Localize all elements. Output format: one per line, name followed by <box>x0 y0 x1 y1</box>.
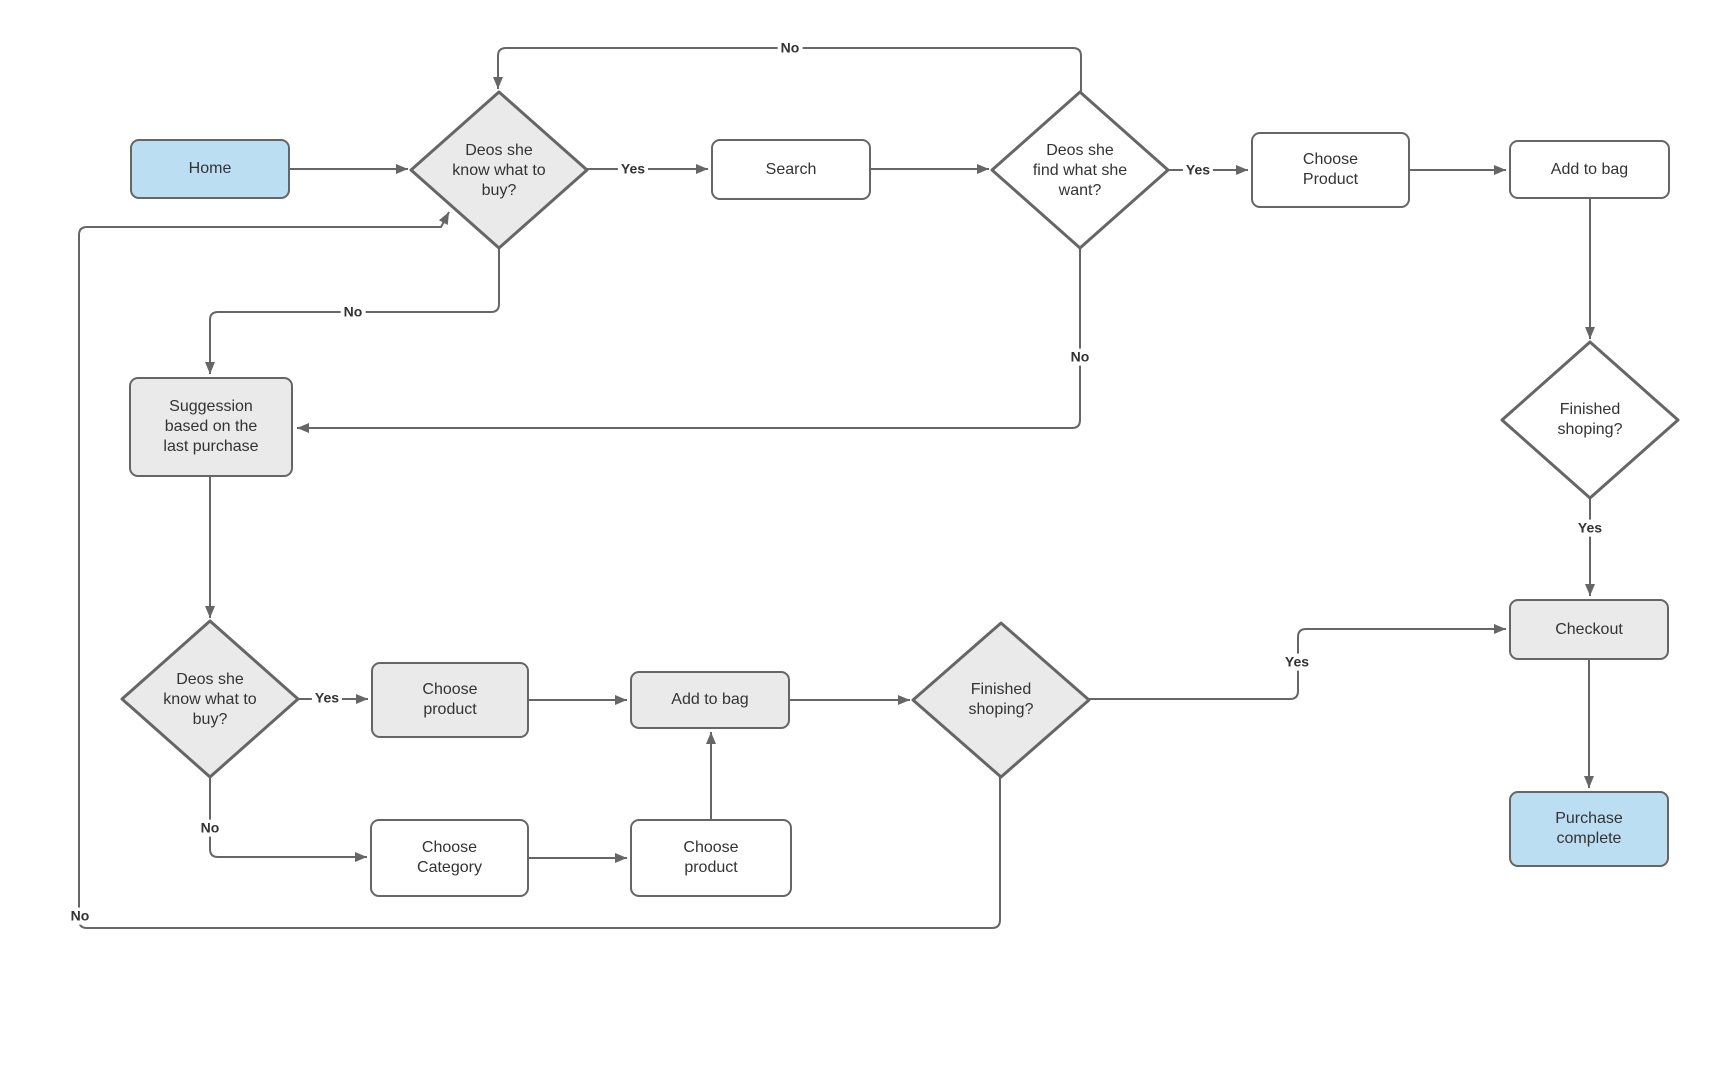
decision-label-find-what-she-want: Deos she find what she want? <box>1032 142 1128 199</box>
node-choose-product-top: Choose Product <box>1251 132 1410 208</box>
decision-know-what-to-buy-1 <box>409 90 589 250</box>
edge-label-no-to-suggestion-from-know: No <box>340 303 366 321</box>
decision-find-what-she-want <box>990 90 1170 250</box>
edge-label-yes-to-search: Yes <box>617 160 649 178</box>
edge-label-no-to-choose-category: No <box>197 819 223 837</box>
decision-label-know-what-to-buy-1: Deos she know what to buy? <box>452 142 546 199</box>
decision-label-finished-shopping-bottom: Finished shoping? <box>968 681 1034 718</box>
node-checkout: Checkout <box>1509 599 1669 660</box>
edge-label-yes-to-checkout: Yes <box>1574 519 1606 537</box>
node-purchase-complete: Purchase complete <box>1509 791 1669 867</box>
edge-label-yes-to-choose-product-2: Yes <box>311 689 343 707</box>
edge-finished2-no-loop-to-know1 <box>78 211 1001 929</box>
node-home: Home <box>130 139 290 199</box>
edge-find-no-to-suggestion <box>297 247 1081 433</box>
edge-label-no-loop-top: No <box>777 39 803 57</box>
decision-finished-shopping-right <box>1500 340 1680 500</box>
decision-finished-shopping-bottom <box>911 621 1091 779</box>
node-choose-product-bottom: Choose product <box>630 819 792 897</box>
node-search: Search <box>711 139 871 200</box>
decision-label-finished-shopping-right: Finished shoping? <box>1557 401 1623 438</box>
edge-label-yes-to-checkout-2: Yes <box>1281 653 1313 671</box>
node-choose-product-mid: Choose product <box>371 662 529 738</box>
edge-label-no-to-suggestion-from-find: No <box>1067 348 1093 366</box>
edge-label-no-loop-bottom: No <box>67 907 93 925</box>
decision-know-what-to-buy-2 <box>120 619 300 779</box>
node-suggestion: Suggession based on the last purchase <box>129 377 293 477</box>
node-add-to-bag-top: Add to bag <box>1509 140 1670 199</box>
node-add-to-bag-mid: Add to bag <box>630 671 790 729</box>
decision-label-know-what-to-buy-2: Deos she know what to buy? <box>163 671 257 728</box>
node-choose-category: Choose Category <box>370 819 529 897</box>
edge-know2-no-to-choose-category <box>209 777 367 862</box>
edge-label-yes-to-choose-product: Yes <box>1182 161 1214 179</box>
